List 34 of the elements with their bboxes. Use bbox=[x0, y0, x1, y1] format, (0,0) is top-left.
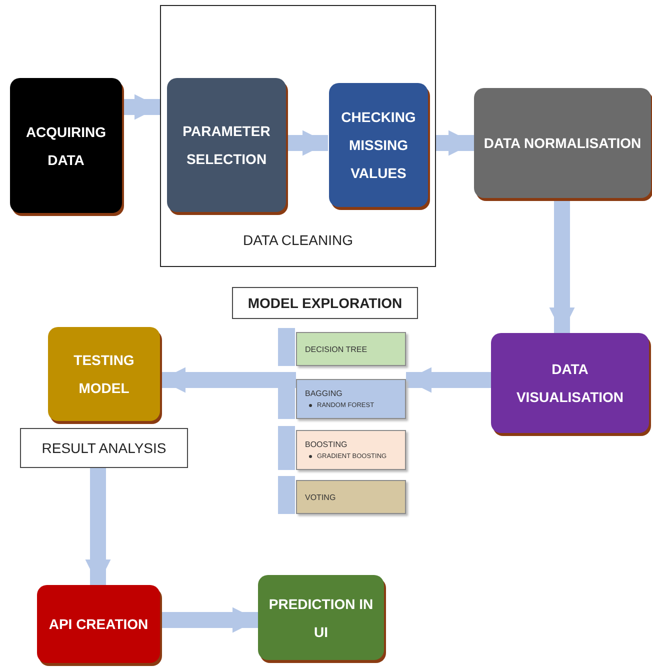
block-arrow bbox=[549, 198, 575, 333]
block-arrow bbox=[122, 94, 160, 120]
box-label: DATA NORMALISATION bbox=[484, 134, 642, 153]
box-label: CHECKING MISSING VALUES bbox=[340, 108, 417, 183]
box-label: PARAMETER SELECTION bbox=[182, 122, 272, 169]
process-box bbox=[258, 575, 384, 660]
process-box bbox=[37, 585, 160, 663]
heading-box bbox=[232, 287, 418, 319]
text-box bbox=[20, 428, 188, 468]
box-label: PREDICTION IN UI bbox=[268, 594, 374, 642]
item-label: DECISION TREE bbox=[305, 344, 368, 354]
item-label: VOTING bbox=[305, 492, 336, 502]
block-arrow bbox=[436, 130, 474, 156]
box-label: DATA VISUALISATION bbox=[515, 360, 625, 407]
box-label: TESTING MODEL bbox=[72, 351, 136, 398]
block-arrow bbox=[160, 367, 296, 393]
group-label: DATA CLEANING bbox=[243, 232, 353, 248]
block-arrow bbox=[406, 367, 491, 393]
group-frame bbox=[160, 5, 436, 267]
process-box bbox=[48, 327, 160, 421]
box-label: API CREATION bbox=[48, 615, 148, 634]
box-label: ACQUIRING DATA bbox=[24, 122, 108, 170]
block-arrow bbox=[285, 130, 328, 156]
process-box bbox=[474, 88, 651, 198]
terminal-box bbox=[10, 78, 122, 213]
block-arrow bbox=[85, 468, 111, 585]
box-label: RESULT ANALYSIS bbox=[42, 440, 166, 456]
box-label: MODEL EXPLORATION bbox=[248, 295, 402, 311]
process-box bbox=[167, 78, 286, 212]
process-box bbox=[329, 83, 428, 207]
item-label: BAGGING bbox=[305, 389, 342, 398]
block-arrow bbox=[160, 607, 258, 633]
process-box bbox=[491, 333, 649, 433]
item-label: BOOSTING bbox=[305, 440, 348, 449]
